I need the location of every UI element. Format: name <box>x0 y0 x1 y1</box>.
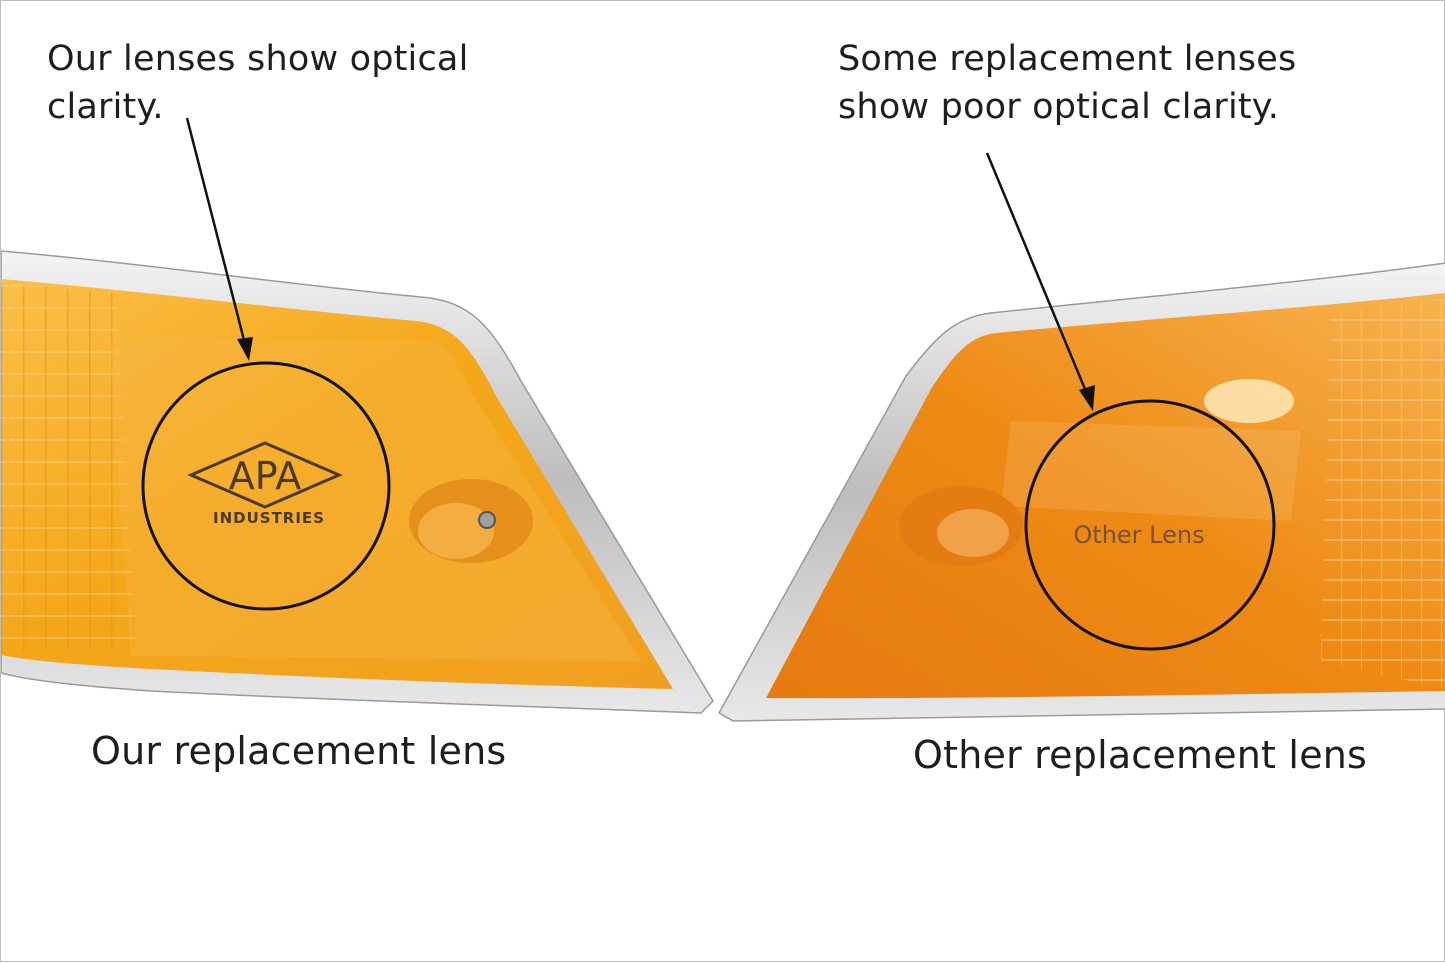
left-lens-ribbed-area <box>1 283 136 653</box>
left-annotation-line2: clarity. <box>47 87 164 127</box>
left-lens-reflector <box>409 479 533 563</box>
right-lens-label: Other replacement lens <box>913 733 1368 777</box>
right-lens: Other Lens <box>717 152 1445 722</box>
other-lens-marking: Other Lens <box>1073 521 1204 549</box>
left-pointer-arrow <box>185 117 253 361</box>
apa-logo-subtext: INDUSTRIES <box>213 509 325 527</box>
left-lens: APA INDUSTRIES <box>1 117 714 714</box>
left-annotation-line1: Our lenses show optical <box>47 39 469 79</box>
right-annotation: Some replacement lenses show poor optica… <box>838 35 1296 131</box>
right-lens-reflector <box>899 486 1023 566</box>
right-highlight-circle <box>1024 399 1276 651</box>
right-lens-glare <box>1204 379 1294 423</box>
left-lens-inner-panel <box>109 341 641 661</box>
right-annotation-line1: Some replacement lenses <box>838 39 1297 79</box>
right-pointer-arrow <box>985 152 1095 411</box>
right-annotation-line2: show poor optical clarity. <box>838 87 1280 127</box>
left-lens-label: Our replacement lens <box>91 729 507 773</box>
apa-logo: APA INDUSTRIES <box>187 441 343 527</box>
right-lens-ribbed-area <box>1321 299 1445 689</box>
right-lens-haze <box>1001 421 1301 521</box>
apa-logo-text: APA <box>229 454 301 498</box>
left-lens-body <box>1 279 673 689</box>
left-annotation: Our lenses show optical clarity. <box>47 35 469 131</box>
left-highlight-circle <box>141 361 391 611</box>
